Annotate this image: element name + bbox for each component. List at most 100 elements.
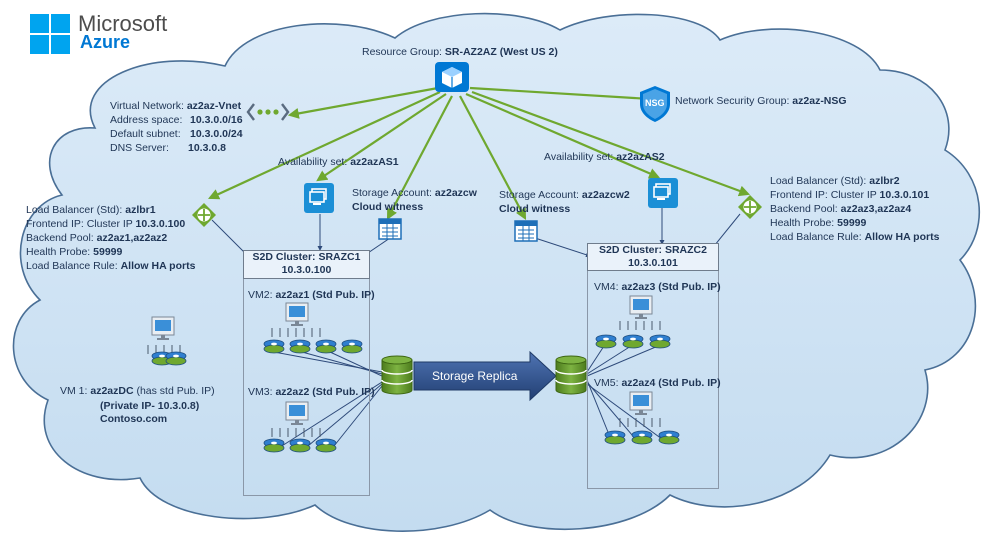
database-icon[interactable] [555, 355, 587, 395]
vm-value: az2az2 (Std Pub. IP) [275, 386, 375, 398]
vnet-value: az2az-Vnet [186, 100, 242, 112]
cloud-witness-1-label: Cloud witness [352, 201, 424, 213]
s2d-cluster-1-header[interactable]: S2D Cluster: SRAZC1 10.3.0.100 [243, 250, 370, 279]
vm3-label: VM3: az2az2 (Std Pub. IP) [248, 386, 375, 399]
availability-set-1-label: Availability set: az2azAS1 [278, 156, 399, 169]
lb2-key: Load Balancer (Std): [770, 175, 867, 187]
vnet-key: DNS Server: [110, 142, 169, 154]
storage-account-value: az2azcw [434, 187, 477, 199]
lb2-row: Load Balancer (Std): azlbr2 [770, 175, 900, 188]
vm-icon[interactable] [285, 302, 309, 326]
nsg-shield-icon[interactable] [640, 86, 670, 122]
s2d-cluster-1-box [243, 250, 370, 496]
lb1-key: Frontend IP: Cluster IP [26, 218, 133, 230]
availability-set-key: Availability set: [544, 151, 614, 163]
vm-key: VM3: [248, 386, 273, 398]
vnet-value: 10.3.0.0/24 [190, 128, 243, 140]
lb2-key: Frontend IP: Cluster IP [770, 189, 877, 201]
disk-icon [289, 438, 311, 453]
availability-set-icon[interactable] [648, 178, 678, 208]
lb1-value: az2az1,az2az2 [96, 232, 168, 244]
disk-icon [622, 334, 644, 349]
logo-microsoft: Microsoft [78, 11, 168, 36]
vm1-name: az2azDC [90, 385, 134, 397]
vnet-value: 10.3.0.0/16 [190, 114, 243, 126]
resource-group-key: Resource Group: [362, 46, 442, 58]
s2d-cluster-2-header[interactable]: S2D Cluster: SRAZC2 10.3.0.101 [587, 243, 719, 271]
resource-group-connectors [208, 86, 751, 220]
vm-icon[interactable] [151, 316, 175, 340]
cluster-2-ip: 10.3.0.101 [628, 257, 678, 269]
lb2-row: Load Balance Rule: Allow HA ports [770, 231, 939, 244]
nsg-label: Network Security Group: az2az-NSG [675, 95, 847, 108]
lb2-value: Allow HA ports [864, 231, 940, 243]
vm-key: VM5: [594, 377, 619, 389]
vnet-key: Default subnet: [110, 128, 181, 140]
storage-account-icon[interactable] [514, 220, 538, 242]
lb1-value: 59999 [93, 246, 123, 258]
lb2-key: Health Probe: [770, 217, 835, 229]
lb2-row: Backend Pool: az2az3,az2az4 [770, 203, 911, 216]
lb1-row: Backend Pool: az2az1,az2az2 [26, 232, 167, 245]
vm-value: az2az4 (Std Pub. IP) [621, 377, 721, 389]
microsoft-logo-icon [30, 14, 70, 54]
lb2-row: Health Probe: 59999 [770, 217, 866, 230]
nsg-key: Network Security Group: [675, 95, 790, 107]
vnet-value: 10.3.0.8 [188, 142, 226, 154]
lb1-row: Health Probe: 59999 [26, 246, 122, 259]
disk-icon [263, 438, 285, 453]
lb1-row: Load Balance Rule: Allow HA ports [26, 260, 195, 273]
lb2-key: Load Balance Rule: [770, 231, 862, 243]
vm1-label-line1: VM 1: az2azDC (has std Pub. IP) [60, 385, 215, 398]
lb1-key: Backend Pool: [26, 232, 94, 244]
lb2-value: azlbr2 [869, 175, 900, 187]
load-balancer-icon[interactable] [192, 203, 216, 227]
lb2-value: 10.3.0.101 [879, 189, 930, 201]
vnet-icon[interactable] [246, 103, 290, 121]
vnet-key: Address space: [110, 114, 183, 126]
azure-cloud-boundary [12, 12, 980, 532]
lb1-key: Health Probe: [26, 246, 91, 258]
lb1-key: Load Balance Rule: [26, 260, 118, 272]
vm4-label: VM4: az2az3 (Std Pub. IP) [594, 281, 721, 294]
availability-set-icon[interactable] [304, 183, 334, 213]
database-icon[interactable] [381, 355, 413, 395]
resource-group-icon[interactable] [435, 62, 469, 92]
cluster-1-name: S2D Cluster: SRAZC1 [252, 251, 361, 263]
vm1-label-line2: (Private IP- 10.3.0.8) [100, 400, 200, 412]
availability-set-value: az2azAS2 [616, 151, 665, 163]
lb2-value: az2az3,az2az4 [840, 203, 912, 215]
vnet-row: Virtual Network: az2az-Vnet [110, 100, 241, 113]
load-balancer-icon[interactable] [738, 195, 762, 219]
disk-icon [631, 430, 653, 445]
vm-icon[interactable] [285, 401, 309, 425]
vm2-label: VM2: az2az1 (Std Pub. IP) [248, 289, 375, 302]
cluster-2-name: S2D Cluster: SRAZC2 [599, 244, 707, 256]
storage-replica-arrow[interactable] [413, 350, 557, 402]
lb1-row: Frontend IP: Cluster IP 10.3.0.100 [26, 218, 185, 231]
s2d-cluster-2-box [587, 243, 719, 489]
vnet-value: 10.3.0.0/24 [190, 128, 243, 141]
availability-set-2-label: Availability set: az2azAS2 [544, 151, 665, 164]
disk-groups [151, 334, 680, 453]
storage-account-2-label: Storage Account: az2azcw2 [499, 189, 630, 202]
vnet-row: Address space: [110, 114, 182, 127]
vm-key: VM4: [594, 281, 619, 293]
vm-icon[interactable] [629, 295, 653, 319]
disk-icon [289, 339, 311, 354]
storage-account-icon[interactable] [378, 218, 402, 240]
vm1-key: VM 1: [60, 385, 88, 397]
disk-icon [604, 430, 626, 445]
vnet-row: Default subnet: [110, 128, 181, 141]
storage-account-key: Storage Account: [499, 189, 579, 201]
vnet-value: 10.3.0.8 [188, 142, 226, 155]
logo-azure: Azure [80, 32, 131, 52]
lb1-row: Load Balancer (Std): azlbr1 [26, 204, 156, 217]
cluster-1-ip: 10.3.0.100 [281, 264, 332, 276]
storage-account-key: Storage Account: [352, 187, 432, 199]
nsg-icon-text: NSG [645, 98, 665, 108]
cloud-witness-2-label: Cloud witness [499, 203, 571, 215]
vm-icon[interactable] [629, 391, 653, 415]
lb2-key: Backend Pool: [770, 203, 838, 215]
